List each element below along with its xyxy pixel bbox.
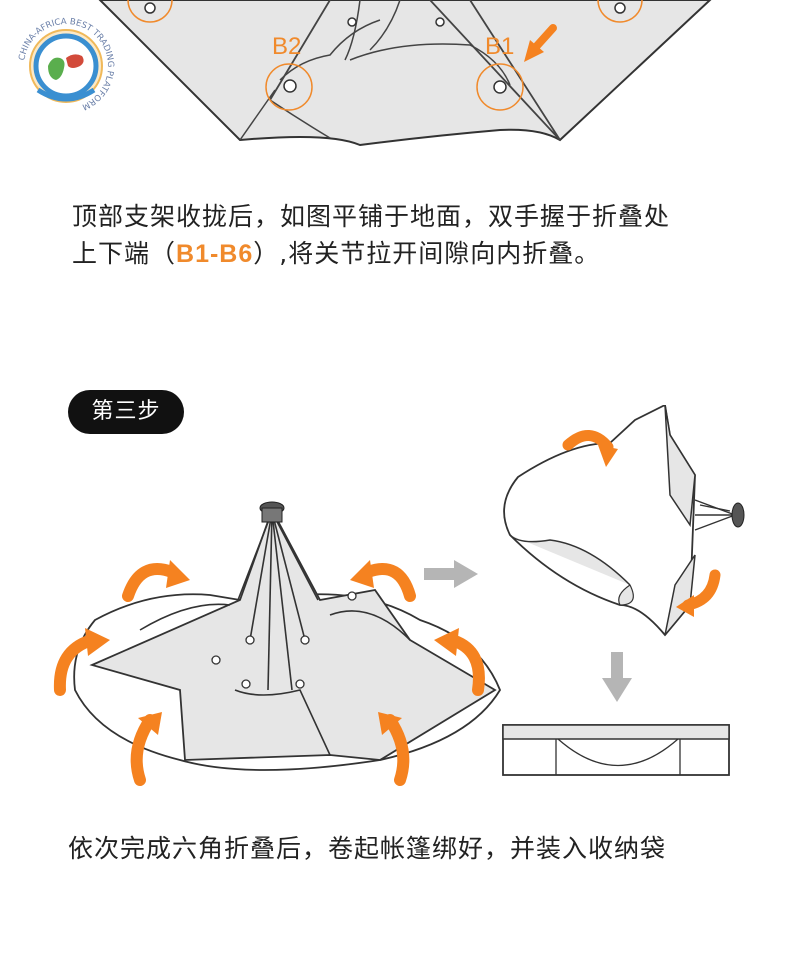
folded-canopy-illustration <box>503 405 745 637</box>
caption-1-highlight: B1-B6 <box>176 240 254 268</box>
instruction-caption-2: 依次完成六角折叠后，卷起帐篷绑好，并装入收纳袋 <box>68 834 667 863</box>
label-b1: B1 <box>485 33 515 60</box>
caption-1-line-2: 上下端（B1-B6）,将关节拉开间隙向内折叠。 <box>72 239 601 268</box>
gray-arrow-right-icon <box>424 560 478 588</box>
canopy-flat-illustration <box>98 0 712 147</box>
caption-1-line-1: 顶部支架收拢后，如图平铺于地面，双手握于折叠处 <box>72 202 671 231</box>
orange-curved-arrow-icon <box>53 563 485 786</box>
orange-pointer-arrow-icon <box>524 24 557 62</box>
brand-logo: CHINA-AFRICA BEST TRADING PLATFORM <box>14 14 118 118</box>
gray-arrow-down-icon <box>602 652 632 702</box>
orange-curved-arrow-icon <box>562 430 721 617</box>
instruction-caption-1: 顶部支架收拢后，如图平铺于地面，双手握于折叠处 上下端（B1-B6）,将关节拉开… <box>72 198 670 273</box>
fold-corners-illustration <box>53 501 502 786</box>
storage-bag-illustration <box>502 724 730 776</box>
step-badge: 第三步 <box>68 390 184 434</box>
label-b2: B2 <box>272 33 302 60</box>
